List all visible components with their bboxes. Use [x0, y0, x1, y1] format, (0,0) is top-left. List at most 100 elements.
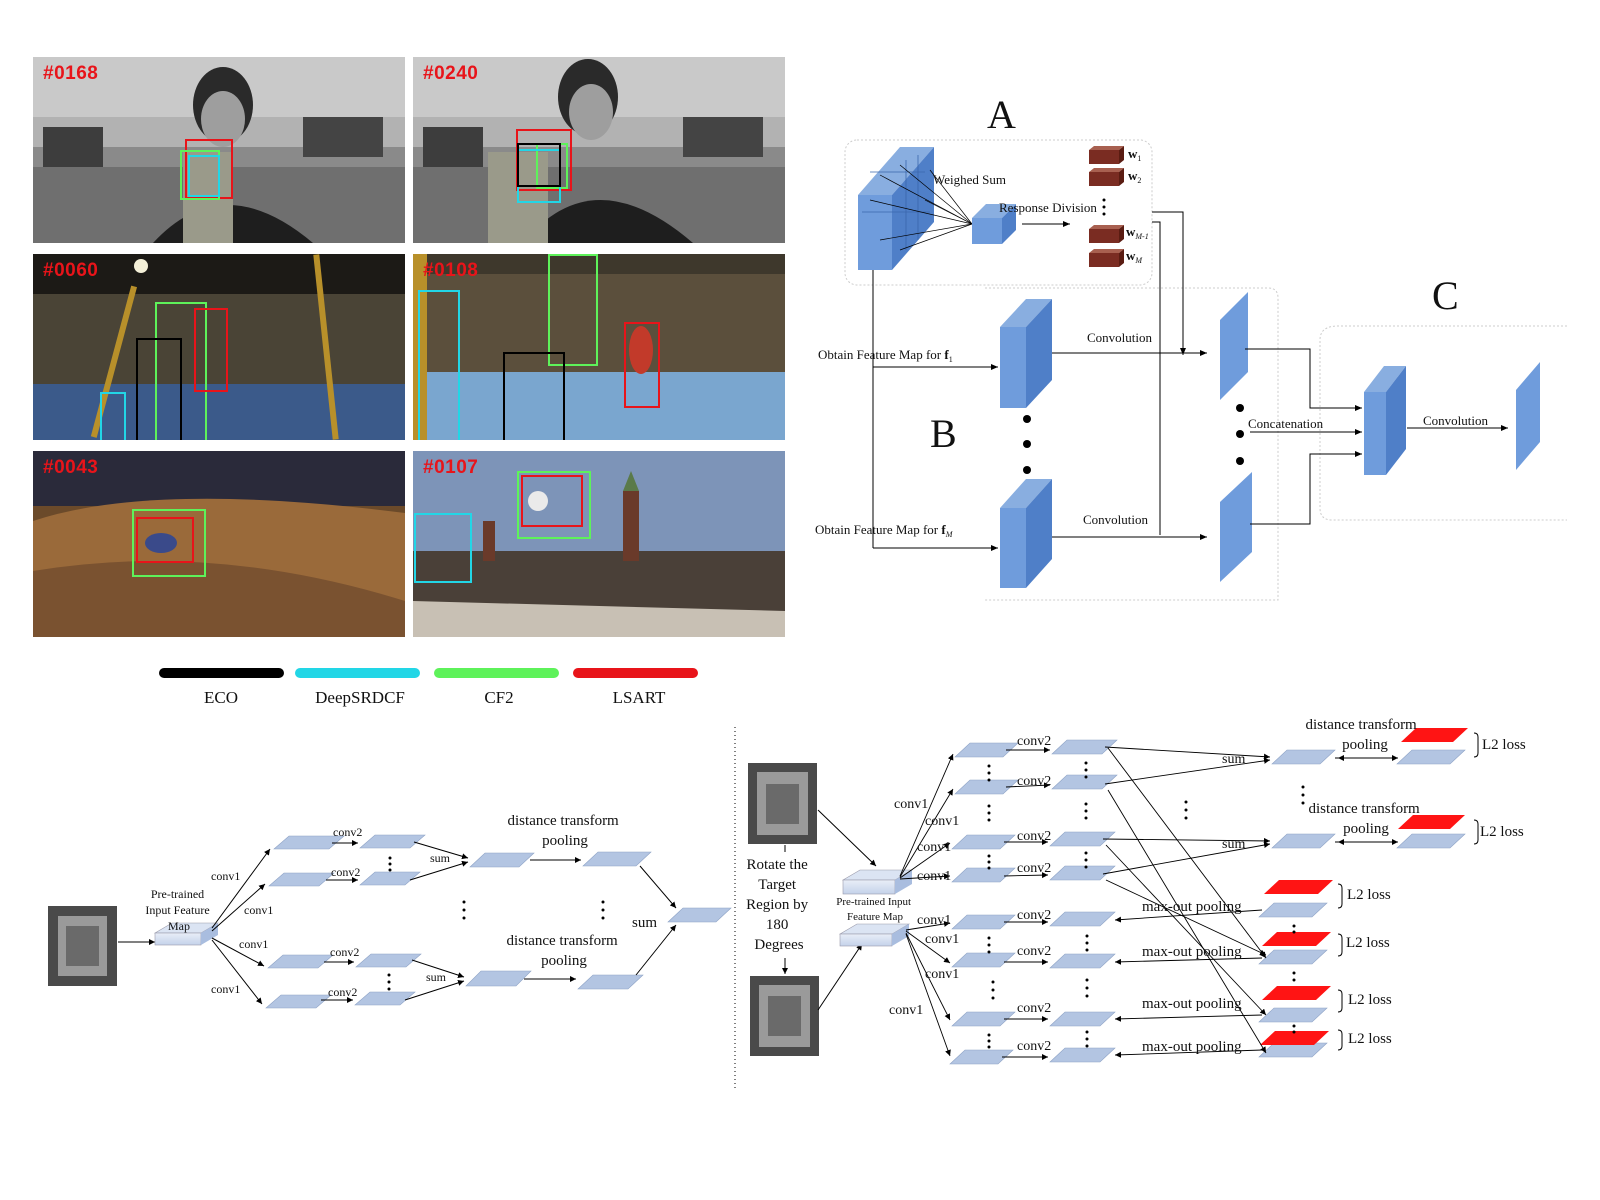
- frame-number: #0240: [423, 63, 479, 84]
- conv1-label: conv1: [211, 982, 240, 996]
- feature-plane: [1271, 833, 1336, 849]
- feature-plane: [1258, 949, 1328, 965]
- legend-swatch-eco: [159, 668, 284, 678]
- conv2-label: conv2: [1017, 1001, 1051, 1016]
- feature-plane: [577, 974, 644, 990]
- feature-plane: [359, 871, 421, 886]
- response-ellipsis: [1236, 404, 1244, 465]
- feature-plane: [954, 779, 1019, 795]
- conv2-label: conv2: [1017, 908, 1051, 923]
- sum-label: sum: [632, 915, 657, 931]
- sum-label: sum: [426, 970, 447, 984]
- input-feature-cube: [858, 147, 934, 270]
- box-deepsrdcf: [100, 392, 126, 440]
- response-cube: [972, 204, 1016, 244]
- legend-swatch-lsart: [573, 668, 698, 678]
- frame-0108: #0108: [413, 254, 785, 440]
- weight-label-w1: w1: [1128, 146, 1141, 163]
- left-network: Pre-trained Input Feature Map conv1 conv…: [48, 813, 732, 1009]
- frame-number: #0168: [43, 63, 99, 84]
- box-lsart: [624, 322, 660, 408]
- l2-loss-label: L2 loss: [1482, 737, 1526, 753]
- box-lsart: [521, 475, 583, 527]
- feature-plane: [1049, 1011, 1116, 1027]
- conv1-label: conv1: [239, 937, 268, 951]
- frame-0043: #0043: [33, 451, 405, 637]
- distance-transform-pooling-label: distance transform pooling: [507, 933, 622, 969]
- loss-brackets: [1337, 732, 1479, 1051]
- sum-label: sum: [430, 851, 451, 865]
- feature-plane: [582, 851, 652, 867]
- response-map-m: [1220, 472, 1252, 582]
- maxout-pooling-label: max-out pooling: [1142, 1039, 1242, 1055]
- label-map-red: [1262, 986, 1331, 1000]
- section-label-b: B: [930, 411, 957, 456]
- box-deepsrdcf: [414, 513, 472, 583]
- legend-swatch-deepsrdcf: [295, 668, 420, 678]
- concatenated-cube: [1364, 366, 1406, 475]
- distance-transform-pooling-label: distance transform pooling: [508, 813, 623, 849]
- feature-plane: [1051, 739, 1118, 755]
- weight-block-w1: [1089, 146, 1124, 164]
- stadium-scene-image: [413, 254, 785, 440]
- l2-loss-label: L2 loss: [1346, 935, 1390, 951]
- concatenation-lines: [1245, 348, 1362, 525]
- feature-plane: [359, 834, 426, 849]
- label-map-red: [1264, 880, 1333, 894]
- box-deepsrdcf: [418, 290, 460, 440]
- vertical-ellipsis: [987, 761, 1305, 1049]
- convolution-label-3: Convolution: [1423, 413, 1489, 428]
- rotate-target-label: Rotate the Target Region by 180 Degrees: [746, 857, 812, 953]
- feature-branch-lines: [872, 270, 998, 551]
- branch-ellipsis: [1023, 415, 1031, 474]
- feature-plane: [265, 994, 332, 1009]
- conv1-label: conv1: [925, 967, 959, 982]
- maxout-pooling-label: max-out pooling: [1142, 944, 1242, 960]
- legend-label-lsart: LSART: [612, 688, 666, 707]
- legend-label-cf2: CF2: [484, 688, 514, 707]
- feature-plane: [1049, 953, 1116, 969]
- weighed-sum-lines: [869, 164, 973, 251]
- weight-block-wm: [1089, 249, 1124, 267]
- frame-number: #0043: [43, 457, 99, 478]
- conv2-label: conv2: [331, 865, 360, 879]
- feature-plane: [1258, 902, 1328, 918]
- frame-number: #0107: [423, 457, 479, 478]
- conv2-label: conv2: [1017, 734, 1051, 749]
- feature-plane: [1051, 774, 1118, 790]
- box-lsart: [136, 517, 194, 563]
- conv1-label: conv1: [244, 903, 273, 917]
- frame-0168: #0168: [33, 57, 405, 243]
- response-division-label: Response Division: [999, 200, 1097, 215]
- conv2-label: conv2: [330, 945, 359, 959]
- distance-transform-pooling-label: distance transform pooling: [1306, 717, 1421, 753]
- conv2-label: conv2: [1017, 774, 1051, 789]
- feature-plane: [1049, 1047, 1116, 1063]
- feature-plane: [1396, 833, 1466, 849]
- feature-plane: [951, 834, 1016, 850]
- conv1-label: conv1: [894, 797, 928, 812]
- feature-plane: [951, 1011, 1016, 1027]
- feature-plane: [268, 872, 335, 887]
- target-thumbnail-original: [748, 763, 817, 844]
- motocross-scene-image: [33, 451, 405, 637]
- office-scene-image: [33, 57, 405, 243]
- feature-plane: [1049, 831, 1116, 847]
- weighed-sum-label: Weighed Sum: [933, 172, 1006, 187]
- conv2-label: conv2: [333, 825, 362, 839]
- conv1-label: conv1: [889, 1003, 923, 1018]
- weight-label-w2: w2: [1128, 168, 1141, 185]
- label-map-red: [1398, 815, 1465, 829]
- feature-plane: [1271, 749, 1336, 765]
- feature-plane: [667, 907, 732, 923]
- region-c-border: [1319, 325, 1567, 521]
- conv1-label: conv1: [211, 869, 240, 883]
- feature-plane: [469, 852, 535, 868]
- office-scene-image: [413, 57, 785, 243]
- weight-block-wm1: [1089, 225, 1124, 243]
- region-a-border: [844, 139, 1153, 286]
- convolution-label-1: Convolution: [1087, 330, 1153, 345]
- sum-label: sum: [1222, 752, 1245, 767]
- feature-plane: [954, 742, 1019, 758]
